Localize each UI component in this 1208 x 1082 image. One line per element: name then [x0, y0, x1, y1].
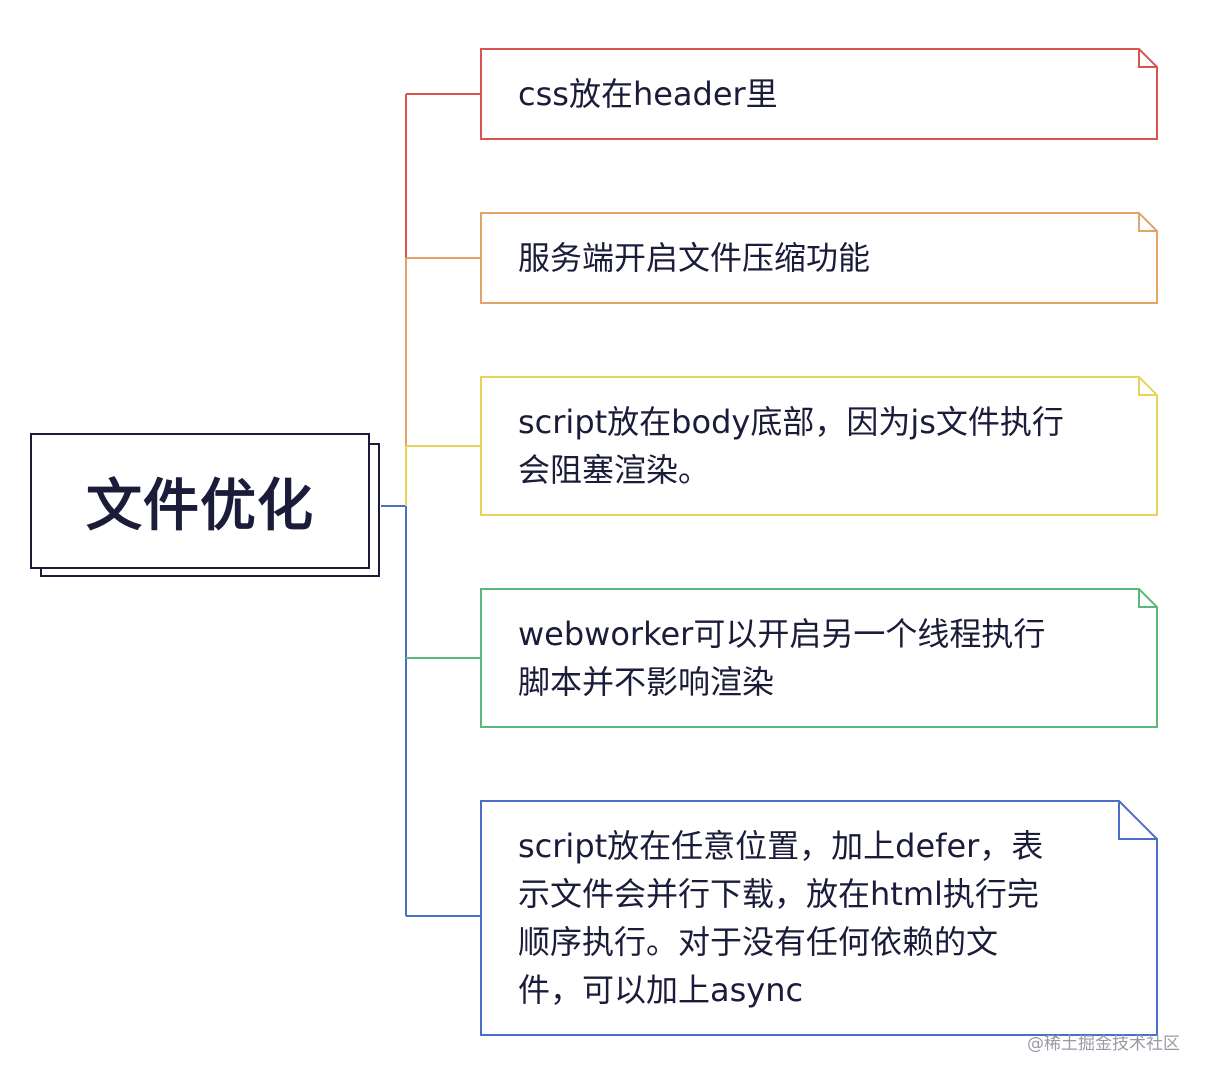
root-node-label: 文件优化: [86, 473, 314, 539]
note-outline: [480, 588, 1158, 728]
branch-node-2[interactable]: 服务端开启文件压缩功能: [480, 212, 1158, 304]
note-fold-corner: [1138, 213, 1157, 232]
note-shape-2: [480, 212, 1158, 304]
branch-node-4-text: webworker可以开启另一个线程执行 脚本并不影响渲染: [518, 615, 1046, 701]
note-shape-5: [480, 800, 1158, 1036]
branch-node-2-text: 服务端开启文件压缩功能: [518, 239, 871, 277]
note-outline: [480, 376, 1158, 516]
note-outline: [480, 48, 1158, 140]
root-node[interactable]: 文件优化: [30, 433, 370, 569]
branch-node-3[interactable]: script放在body底部，因为js文件执行 会阻塞渲染。: [480, 376, 1158, 516]
note-outline: [480, 212, 1158, 304]
note-shape-4: [480, 588, 1158, 728]
branch-node-3-text: script放在body底部，因为js文件执行 会阻塞渲染。: [518, 403, 1064, 489]
branch-node-5-text: script放在任意位置，加上defer，表 示文件会并行下载，放在html执行…: [518, 827, 1044, 1009]
note-fold-corner: [1138, 377, 1157, 396]
branch-node-1-text: css放在header里: [518, 75, 778, 113]
branch-node-1[interactable]: css放在header里: [480, 48, 1158, 140]
note-fold-corner: [1138, 49, 1157, 68]
note-fold-corner: [1138, 589, 1157, 608]
note-outline: [480, 800, 1158, 1036]
note-fold-corner: [1118, 801, 1157, 840]
note-shape-3: [480, 376, 1158, 516]
branch-node-5[interactable]: script放在任意位置，加上defer，表 示文件会并行下载，放在html执行…: [480, 800, 1158, 1036]
watermark: @稀土掘金技术社区: [1027, 1034, 1180, 1054]
branch-node-4[interactable]: webworker可以开启另一个线程执行 脚本并不影响渲染: [480, 588, 1158, 728]
note-shape-1: [480, 48, 1158, 140]
